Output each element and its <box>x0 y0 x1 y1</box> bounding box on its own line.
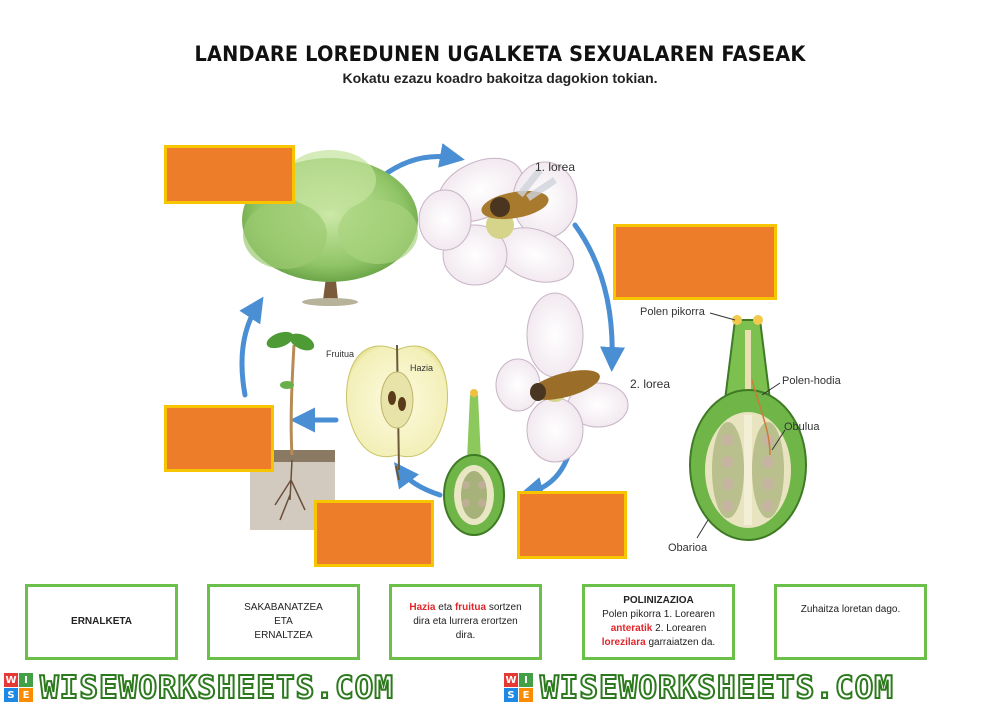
small-ovary-illustration <box>443 389 505 536</box>
flower-1-illustration <box>418 157 578 286</box>
logo-letter-s: S <box>504 688 518 702</box>
label-fruitua: Fruitua <box>326 349 355 359</box>
card-polinizazioa-title: POLINIZAZIOA <box>623 595 694 606</box>
card-polinizazioa[interactable]: POLINIZAZIOA Polen pikorra 1. Lorearen a… <box>582 584 735 660</box>
arrow-seedling-to-tree <box>239 296 264 398</box>
logo-letter-e: E <box>519 688 533 702</box>
drop-zone-fertilization[interactable] <box>517 491 627 559</box>
logo-letter-e: E <box>19 688 33 702</box>
card-sakabanatzea-line1: SAKABANATZEA <box>244 602 323 613</box>
card-hazia-line3: dira. <box>455 630 476 641</box>
label-hazia: Hazia <box>410 363 434 373</box>
logo-letter-i: I <box>519 673 533 687</box>
label-obarioa: Obarioa <box>668 542 708 554</box>
drop-zone-tree[interactable] <box>164 145 295 204</box>
footer-watermark-right: W I S E WISEWORKSHEETS.COM <box>504 669 894 707</box>
large-ovary-illustration <box>689 312 807 541</box>
flower-2-illustration <box>495 292 629 463</box>
label-lorea-2: 2. lorea <box>630 377 671 391</box>
logo-letter-w: W <box>504 673 518 687</box>
card-anteratik-word: anteratik <box>610 623 653 634</box>
card-sakabanatzea[interactable]: SAKABANATZEA ETA ERNALTZEA <box>207 584 360 660</box>
card-ernalketa[interactable]: ERNALKETA <box>25 584 178 660</box>
apple-illustration <box>346 344 448 481</box>
card-hazia-eta: eta <box>435 602 455 613</box>
page-subtitle: Kokatu ezazu koadro bakoitza dagokion to… <box>342 70 658 86</box>
card-zuhaitza-text: Zuhaitza loretan dago. <box>800 604 901 615</box>
footer-watermark-left: W I S E WISEWORKSHEETS.COM <box>4 669 394 707</box>
brand-logo-icon: W I S E <box>4 673 34 703</box>
label-obulua: Obulua <box>784 421 820 433</box>
card-fruitua-word: fruitua <box>454 602 487 613</box>
card-hazia-line2: dira eta lurrera erortzen <box>413 616 518 627</box>
label-polen-pikorra: Polen pikorra <box>640 306 705 318</box>
card-polinizazioa-line3: garraiatzen da. <box>645 637 716 648</box>
card-hazia-rest1: sortzen <box>486 602 522 613</box>
label-polen-hodia: Polen-hodia <box>782 375 841 387</box>
logo-letter-s: S <box>4 688 18 702</box>
card-ernalketa-text: ERNALKETA <box>71 616 132 627</box>
drop-zone-fruit[interactable] <box>314 500 434 567</box>
brand-logo-icon: W I S E <box>504 673 534 703</box>
brand-text: WISEWORKSHEETS.COM <box>39 669 394 707</box>
card-lorezilara-word: lorezilara <box>601 637 646 648</box>
logo-letter-w: W <box>4 673 18 687</box>
drop-zone-pollination[interactable] <box>613 224 777 300</box>
card-polinizazioa-line2: 2. Lorearen <box>652 623 707 634</box>
card-hazia-fruitua[interactable]: Hazia eta fruitua sortzen dira eta lurre… <box>389 584 542 660</box>
drop-zone-germination[interactable] <box>164 405 274 472</box>
card-sakabanatzea-line2: ETA <box>274 616 293 627</box>
card-polinizazioa-line1: Polen pikorra 1. Lorearen <box>602 609 715 620</box>
card-hazia-word: Hazia <box>409 602 436 613</box>
brand-text: WISEWORKSHEETS.COM <box>539 669 894 707</box>
arrow-ovary-to-apple <box>393 462 443 498</box>
card-sakabanatzea-line3: ERNALTZEA <box>254 630 313 641</box>
logo-letter-i: I <box>19 673 33 687</box>
card-zuhaitza[interactable]: Zuhaitza loretan dago. <box>774 584 927 660</box>
label-lorea-1: 1. lorea <box>535 160 576 174</box>
page-title: LANDARE LOREDUNEN UGALKETA SEXUALAREN FA… <box>194 42 806 66</box>
cycle-arrows <box>239 143 626 502</box>
arrow-flower1-to-flower2 <box>572 222 626 372</box>
